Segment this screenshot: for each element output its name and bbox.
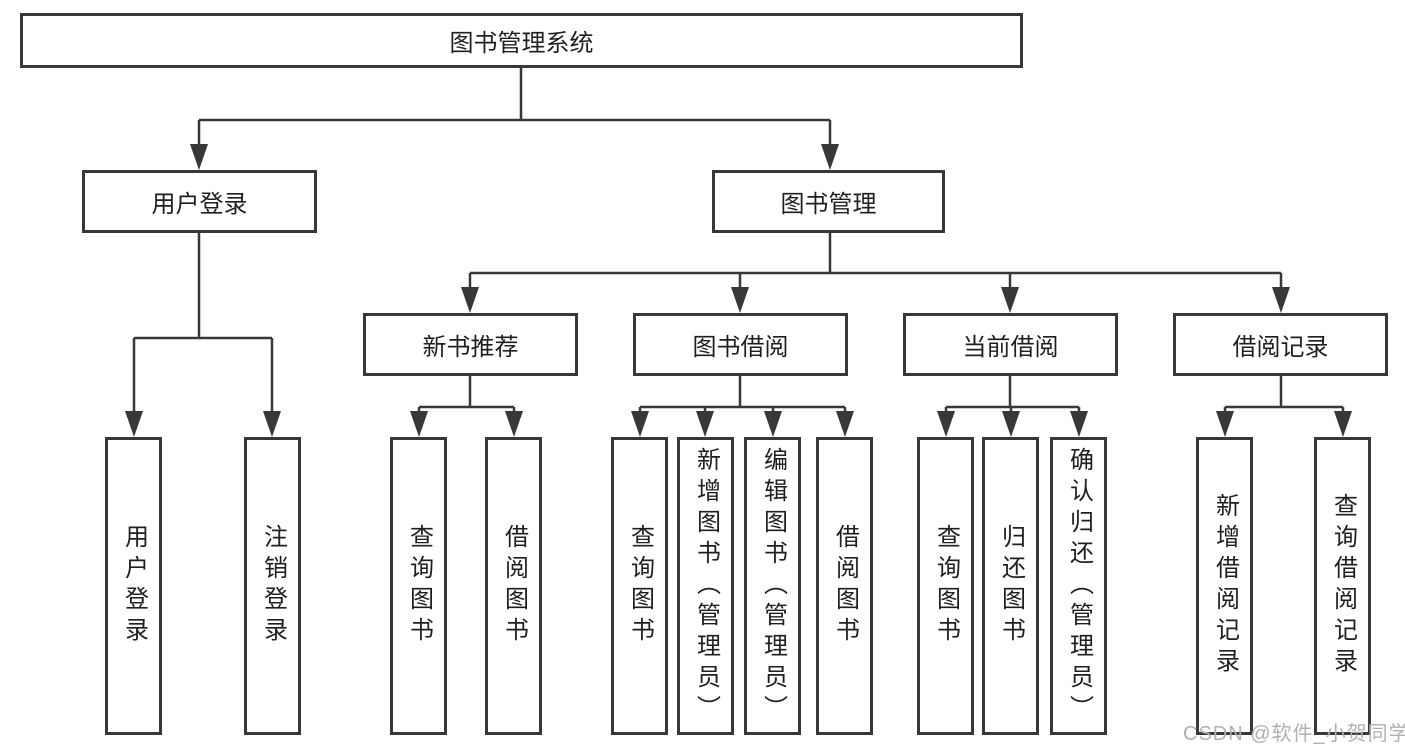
leaf-query-borrow-record: 查询借阅记录 [1314,437,1371,735]
connector-current-children [944,376,1081,414]
arrowhead [1002,411,1020,437]
leaf-query-books-recommend: 查询图书 [390,437,447,735]
node-label: 图书借阅 [692,334,789,361]
connector-newbook-children [417,376,516,414]
leaf-label: 归还图书 [997,524,1025,648]
leaf-query-books-current: 查询图书 [917,437,974,735]
leaf-label: 查询借阅记录 [1329,493,1357,679]
leaf-label: 查询图书 [405,524,433,648]
node-root-library-system: 图书管理系统 [20,13,1023,68]
arrowhead [461,287,479,313]
node-book-borrowing: 图书借阅 [633,313,848,376]
node-book-management: 图书管理 [712,170,945,233]
node-label: 图书管理 [780,191,877,218]
arrowhead [1334,411,1352,437]
leaf-label: 新增图书（管理员） [692,446,720,726]
arrowhead [821,144,839,170]
arrowhead [1216,411,1234,437]
leaf-return-book: 归还图书 [982,437,1039,735]
connector-borrow-children [638,376,847,414]
connector-records-children [1223,376,1345,414]
connector-userlogin-children [132,233,274,414]
node-label: 图书管理系统 [449,30,594,57]
arrowhead [836,411,854,437]
node-label: 用户登录 [151,191,248,218]
arrowhead [1070,411,1088,437]
arrowhead [731,287,749,313]
arrowhead [764,411,782,437]
arrowhead [263,411,281,437]
leaf-label: 查询图书 [932,524,960,648]
arrowhead [696,411,714,437]
leaf-add-borrow-record: 新增借阅记录 [1196,437,1253,735]
leaf-user-login: 用户登录 [105,437,162,735]
arrowhead [1272,287,1290,313]
leaf-label: 注销登录 [259,524,287,648]
leaf-label: 借阅图书 [831,524,859,648]
node-borrowing-records: 借阅记录 [1173,313,1388,376]
leaf-add-book-admin: 新增图书（管理员） [677,437,734,735]
leaf-label: 查询图书 [626,524,654,648]
arrowhead [505,411,523,437]
leaf-label: 借阅图书 [500,524,528,648]
leaf-borrow-books: 借阅图书 [816,437,873,735]
connector-root-to-level2 [197,68,832,147]
leaf-edit-book-admin: 编辑图书（管理员） [744,437,801,735]
node-label: 新书推荐 [422,334,519,361]
leaf-borrow-books-recommend: 借阅图书 [485,437,542,735]
leaf-label: 用户登录 [120,524,148,648]
node-user-login: 用户登录 [82,170,317,233]
csdn-watermark: CSDN @软件_小贺同学 [1183,723,1405,745]
node-current-borrowing: 当前借阅 [903,313,1118,376]
leaf-query-books-borrow: 查询图书 [611,437,668,735]
arrowhead [937,411,955,437]
connector-bookmgmt-children [468,233,1283,290]
arrowhead [410,411,428,437]
leaf-label: 编辑图书（管理员） [759,446,787,726]
leaf-label: 新增借阅记录 [1211,493,1239,679]
node-new-book-recommend: 新书推荐 [363,313,578,376]
node-label: 当前借阅 [962,334,1059,361]
leaf-logout: 注销登录 [244,437,301,735]
leaf-confirm-return-admin: 确认归还（管理员） [1050,437,1107,735]
leaf-label: 确认归还（管理员） [1065,446,1093,726]
node-label: 借阅记录 [1232,334,1329,361]
arrowhead [1001,287,1019,313]
arrowhead [631,411,649,437]
arrowheads [125,144,1352,437]
arrowhead [125,411,143,437]
arrowhead [190,144,208,170]
